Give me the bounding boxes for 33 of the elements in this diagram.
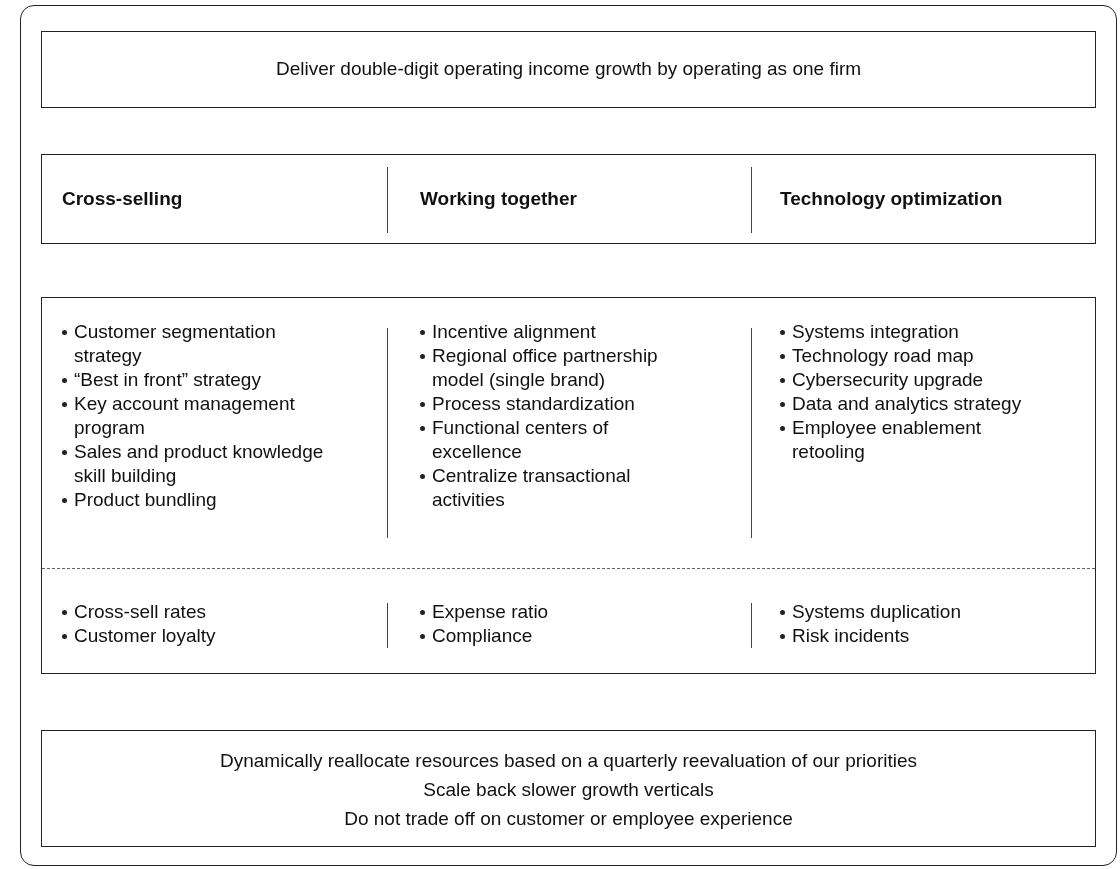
list-item: Systems integration	[792, 320, 960, 344]
column-heading: Working together	[420, 187, 578, 211]
column-heading: Technology optimization	[780, 187, 1004, 211]
note-line: Dynamically reallocate resources based on a quarterly reevaluation of our priorities	[219, 749, 918, 773]
list-item: Sales and product knowledge skill building	[74, 440, 325, 488]
panel	[41, 730, 1096, 847]
list-item: Data and analytics strategy	[792, 392, 1023, 416]
list-item: Compliance	[432, 624, 534, 648]
list-item: Employee enablement retooling	[792, 416, 983, 464]
list-item: Customer loyalty	[74, 624, 217, 648]
panel	[41, 297, 1096, 674]
panel	[41, 31, 1096, 108]
list-item: Process standardization	[432, 392, 636, 416]
note-line: Scale back slower growth verticals	[422, 778, 715, 802]
list-item: Technology road map	[792, 344, 975, 368]
column-heading: Cross-selling	[62, 187, 184, 211]
list-item: “Best in front” strategy	[74, 368, 262, 392]
list-item: Systems duplication	[792, 600, 962, 624]
list-item: Customer segmentation strategy	[74, 320, 277, 368]
list-item: Risk incidents	[792, 624, 911, 648]
goal-statement: Deliver double-digit operating income growth by operating as one firm	[274, 57, 863, 81]
list-item: Key account management program	[74, 392, 296, 440]
list-item: Product bundling	[74, 488, 218, 512]
list-item: Regional office partnership model (single brand)	[432, 344, 659, 392]
list-item: Centralize transactional activities	[432, 464, 632, 512]
list-item: Expense ratio	[432, 600, 550, 624]
panel	[41, 154, 1096, 244]
list-item: Cross-sell rates	[74, 600, 207, 624]
note-line: Do not trade off on customer or employee experience	[343, 807, 794, 831]
frame	[20, 5, 1117, 866]
list-item: Cybersecurity upgrade	[792, 368, 985, 392]
list-item: Functional centers of excellence	[432, 416, 610, 464]
list-item: Incentive alignment	[432, 320, 597, 344]
